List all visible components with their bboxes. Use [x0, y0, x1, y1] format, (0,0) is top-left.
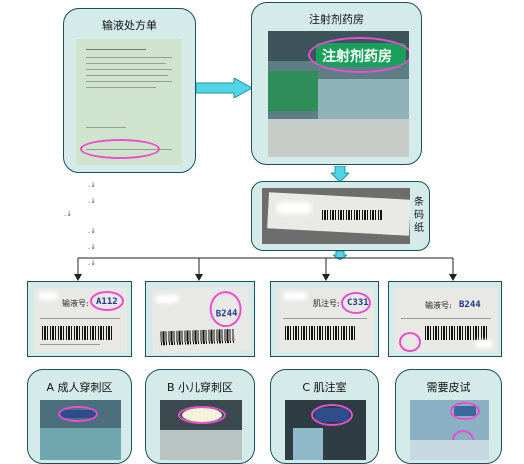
- area-label: A 成人穿刺区: [46, 381, 113, 394]
- area-node-d: 需要皮试: [395, 369, 502, 464]
- branch-connectors: [74, 257, 457, 281]
- prescription-node: 输液处方单: [63, 8, 196, 173]
- ticket-highlight: [90, 291, 124, 311]
- area-node-b: B 小儿穿刺区: [145, 369, 255, 464]
- ticket-highlight: [341, 292, 371, 314]
- area-label: 需要皮试: [426, 381, 471, 394]
- area-label: C 肌注室: [302, 381, 347, 394]
- ticket-title: 输液号:: [425, 301, 452, 310]
- area-label: B 小儿穿刺区: [166, 381, 234, 394]
- ticket-card-a: 输液号: A112: [27, 281, 132, 357]
- prescription-photo: [76, 39, 182, 165]
- pharmacy-photo: 注射剂药房: [268, 31, 409, 157]
- pharmacy-label: 注射剂药房: [309, 13, 364, 26]
- ticket-title: 肌注号:: [313, 299, 340, 308]
- ticket-card-c: 肌注号: C331: [270, 281, 379, 357]
- arrow-to-pharmacy: [196, 78, 252, 98]
- ticket-card-d: 输液号: B244: [388, 281, 502, 357]
- pharmacy-highlight: [308, 37, 409, 73]
- prescription-label: 输液处方单: [102, 19, 157, 32]
- arrow-to-receipt: [331, 166, 349, 182]
- ticket-photo: B244: [150, 286, 252, 354]
- area-node-c: C 肌注室: [270, 369, 379, 464]
- receipt-photo: [262, 188, 410, 244]
- area-photo: [160, 400, 242, 460]
- prescription-highlight: [80, 139, 160, 159]
- receipt-side-label: 条码纸: [414, 197, 424, 234]
- ticket-photo: 输液号: A112: [34, 288, 127, 352]
- ticket-highlight: [399, 332, 421, 352]
- area-photo: [410, 400, 489, 460]
- ticket-title: 输液号:: [62, 299, 89, 308]
- area-photo: [40, 400, 121, 460]
- pharmacy-node: 注射剂药房 注射剂药房: [251, 2, 422, 165]
- area-node-a: A 成人穿刺区: [27, 369, 132, 464]
- receipt-node: 条码纸: [251, 181, 430, 251]
- ticket-photo: 输液号: B244: [395, 288, 497, 352]
- ticket-highlight: [209, 290, 243, 328]
- area-photo: [285, 400, 366, 460]
- ticket-photo: 肌注号: C331: [277, 288, 374, 352]
- ticket-code: B244: [459, 300, 481, 310]
- ticket-card-b: B244: [145, 281, 255, 357]
